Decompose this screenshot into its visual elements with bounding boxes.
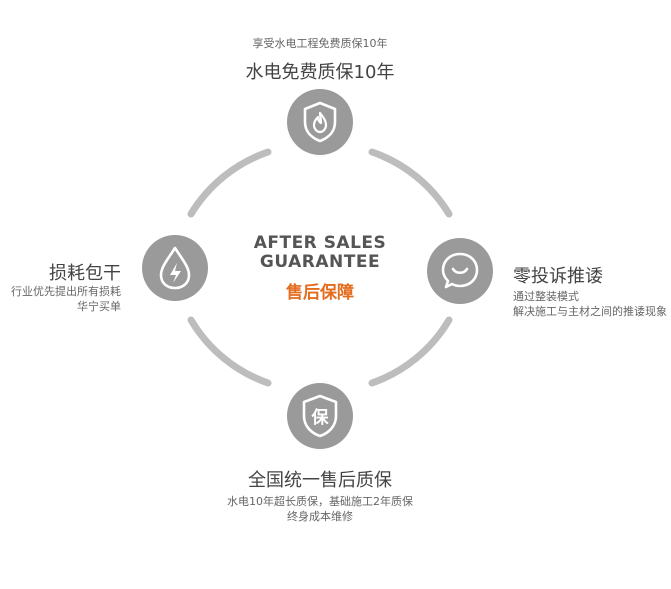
ring-arc-bottom-right: [368, 316, 453, 387]
right-node: [427, 238, 493, 304]
right-title: 零投诉推诿: [513, 266, 603, 287]
top-subtitle: 享受水电工程免费质保10年: [252, 37, 388, 50]
left-line2: 华宁买单: [77, 300, 121, 313]
smile-chat-icon: [441, 252, 479, 289]
bottom-line2: 终身成本维修: [287, 510, 353, 523]
bottom-title: 全国统一售后质保: [248, 470, 392, 491]
bao-char-icon: 保: [302, 394, 338, 438]
center-title-line2: GUARANTEE: [259, 252, 381, 272]
top-title: 水电免费质保10年: [245, 62, 395, 83]
center-title-cn: 售后保障: [286, 283, 354, 303]
left-node: [142, 235, 208, 301]
ring-arc-top-right: [368, 148, 453, 218]
left-title: 损耗包干: [49, 263, 121, 284]
right-line1: 通过整装模式: [513, 290, 579, 303]
shield-flame-icon: [303, 101, 337, 143]
right-line2: 解决施工与主材之间的推诿现象: [513, 305, 667, 318]
bottom-line1: 水电10年超长质保，基础施工2年质保: [227, 495, 413, 508]
center-title-line1: AFTER SALES: [253, 233, 387, 253]
center-label: AFTER SALES GUARANTEE 售后保障: [220, 233, 420, 304]
top-node: [287, 89, 353, 155]
water-drop-lightning-icon: [159, 246, 191, 290]
ring-arc-bottom-left: [187, 316, 272, 387]
ring-arc-top-left: [187, 148, 272, 218]
left-line1: 行业优先提出所有损耗: [11, 285, 121, 298]
bao-char-text: 保: [311, 407, 330, 428]
bottom-node: 保: [287, 383, 353, 449]
